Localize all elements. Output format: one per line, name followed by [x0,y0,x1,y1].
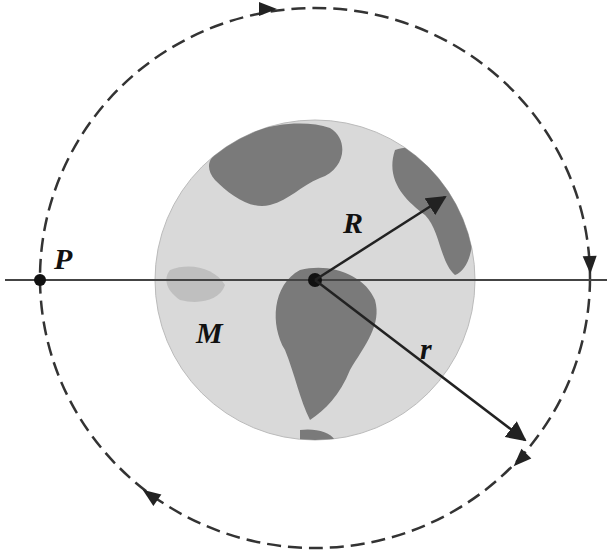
radius-arrow [315,197,445,280]
variable-label: P [54,244,72,274]
orbit-direction-arrows [139,2,598,506]
variable-label: M [196,318,223,348]
satellite-dot [34,274,46,286]
orbit-radius-arrow [315,280,525,440]
orbit-path [40,8,590,548]
variable-label: R [343,208,363,238]
axis-line [5,279,607,281]
variable-label: r [420,334,432,364]
